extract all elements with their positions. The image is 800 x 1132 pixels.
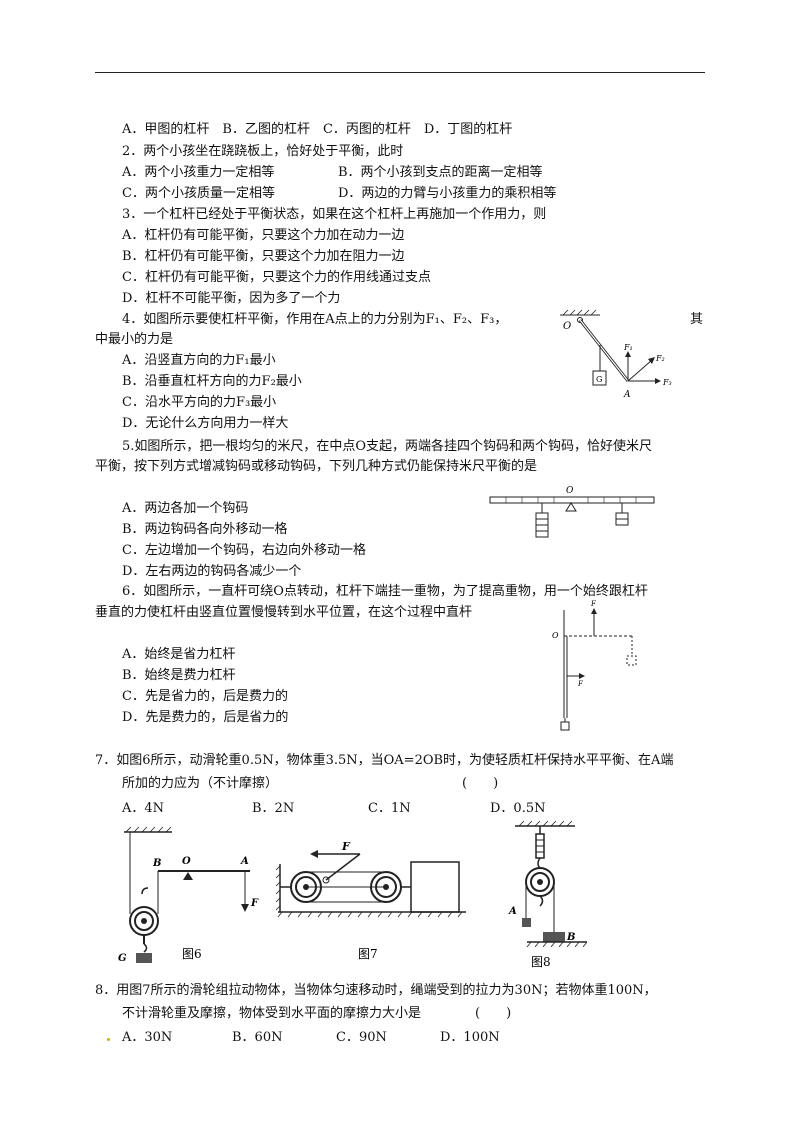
q4-f2-label: F₂	[655, 354, 665, 363]
q7-option-c: C．1N	[368, 801, 411, 816]
fig6-a-label: A	[240, 856, 249, 867]
q4-pivot-label: O	[563, 321, 571, 332]
q5-option-c: C．左边增加一个钩码，右边向外移动一格	[122, 543, 366, 558]
q8-answer-bracket: ( )	[475, 1006, 512, 1021]
q3-option-a: A．杠杆仍有可能平衡，只要这个力加在动力一边	[122, 228, 405, 243]
fig6-o-label: O	[182, 856, 191, 867]
q7-stem-line1: 7．如图6所示，动滑轮重0.5N，物体重3.5N，当OA=2OB时，为使轻质杠杆…	[95, 753, 674, 768]
decorative-dot	[107, 1038, 110, 1041]
q6-option-d: D．先是费力的，后是省力的	[122, 710, 289, 725]
q5-option-b: B．两边钩码各向外移动一格	[122, 522, 288, 537]
q5-option-d: D．左右两边的钩码各减少一个	[122, 564, 302, 579]
q7-option-a: A．4N	[122, 801, 165, 816]
q3-option-d: D．杠杆不可能平衡，因为多了一个力	[122, 291, 341, 306]
fig8-a-label: A	[508, 906, 517, 917]
q6-option-a: A．始终是省力杠杆	[122, 647, 236, 662]
q5-option-a: A．两边各加一个钩码	[122, 501, 249, 516]
q4-option-b: B．沿垂直杠杆方向的力F₂最小	[122, 374, 302, 389]
q4-option-d: D．无论什么方向用力一样大	[122, 416, 289, 431]
q8-stem-line2: 不计滑轮重及摩擦，物体受到水平面的摩擦力大小是	[122, 1006, 422, 1021]
fig6-g-label: G	[118, 953, 127, 964]
q2-option-c: C．两个小孩质量一定相等	[122, 186, 275, 201]
q7-answer-bracket: ( )	[462, 776, 499, 791]
q8-option-c: C．90N	[336, 1030, 387, 1045]
q7-option-d: D．0.5N	[490, 801, 546, 816]
q6-option-b: B．始终是费力杠杆	[122, 668, 236, 683]
q3-option-b: B．杠杆仍有可能平衡，只要这个力加在阻力一边	[122, 249, 405, 264]
header-rule	[95, 72, 705, 73]
q6-rotating-rod-figure: F O F	[552, 600, 637, 731]
q8-option-a: A．30N	[122, 1030, 173, 1045]
q6-option-c: C．先是省力的，后是费力的	[122, 689, 288, 704]
q2-option-a: A．两个小孩重力一定相等	[122, 165, 275, 180]
q7-option-b: B．2N	[252, 801, 295, 816]
fig6-caption: 图6	[182, 947, 202, 961]
q3-option-c: C．杠杆仍有可能平衡，只要这个力的作用线通过支点	[122, 270, 431, 285]
fig6-f-label: F	[250, 898, 259, 909]
q8-stem-line1: 8．用图7所示的滑轮组拉动物体，当物体匀速移动时，绳端受到的拉力为30N；若物体…	[95, 983, 657, 998]
q4-point-label: A	[623, 390, 631, 400]
q7-stem-line2: 所加的力应为（不计摩擦）	[122, 776, 279, 791]
figure-6-lever-pulley: B O A F G 图6	[118, 826, 259, 964]
q8-option-b: B．60N	[232, 1030, 283, 1045]
q5-stem-line2: 平衡，按下列方式增减钩码或移动钩码，下列几种方式仍能保持米尺平衡的是	[95, 459, 538, 474]
fig6-b-label: B	[152, 858, 161, 869]
q4-option-c: C．沿水平方向的力F₃最小	[122, 395, 277, 410]
fig8-b-label: B	[566, 932, 575, 943]
figure-7-pulley-system: F 图7	[275, 840, 466, 961]
fig8-caption: 图8	[531, 955, 551, 969]
q4-stem-tail: 其	[690, 312, 704, 327]
q2-option-d: D．两边的力臂与小孩重力的乘积相等	[338, 186, 557, 201]
fig7-f-label: F	[341, 840, 351, 853]
q1-options: A．甲图的杠杆 B．乙图的杠杆 C．丙图的杠杆 D．丁图的杠杆	[122, 122, 513, 137]
q2-option-b: B．两个小孩到支点的距离一定相等	[338, 165, 543, 180]
figure-8-pulley-weight: A B 图8	[508, 820, 588, 969]
q4-option-a: A．沿竖直方向的力F₁最小	[122, 353, 276, 368]
q6-force-label: F	[577, 680, 584, 688]
q4-f3-label: F₃	[662, 378, 672, 387]
q4-lever-figure: O G F₁ F₂ F₃ A	[560, 309, 672, 400]
svg-text:F: F	[590, 600, 597, 608]
q4-f1-label: F₁	[623, 343, 633, 352]
q5-meter-stick-figure: O	[489, 486, 655, 538]
q2-stem: 2．两个小孩坐在跷跷板上，恰好处于平衡，此时	[122, 144, 404, 159]
q6-stem-line1: 6．如图所示，一直杆可绕O点转动，杠杆下端挂一重物，为了提高重物，用一个始终跟杠…	[122, 584, 648, 599]
q5-pivot-label: O	[566, 486, 574, 496]
q6-pivot-label: O	[552, 631, 559, 640]
q3-stem: 3．一个杠杆已经处于平衡状态，如果在这个杠杆上再施加一个作用力，则	[122, 207, 547, 222]
q4-stem-line1: 4．如图所示要使杠杆平衡，作用在A点上的力分别为F₁、F₂、F₃，	[122, 312, 508, 327]
q4-weight-label: G	[596, 375, 602, 384]
fig7-caption: 图7	[358, 947, 378, 961]
q5-stem-line1: 5.如图所示，把一根均匀的米尺，在中点O支起，两端各挂四个钩码和两个钩码，恰好使…	[122, 439, 653, 454]
q6-stem-line2: 垂直的力使杠杆由竖直位置慢慢转到水平位置，在这个过程中直杆	[95, 605, 473, 620]
q4-stem-line2: 中最小的力是	[95, 332, 174, 347]
q8-option-d: D．100N	[440, 1030, 500, 1045]
